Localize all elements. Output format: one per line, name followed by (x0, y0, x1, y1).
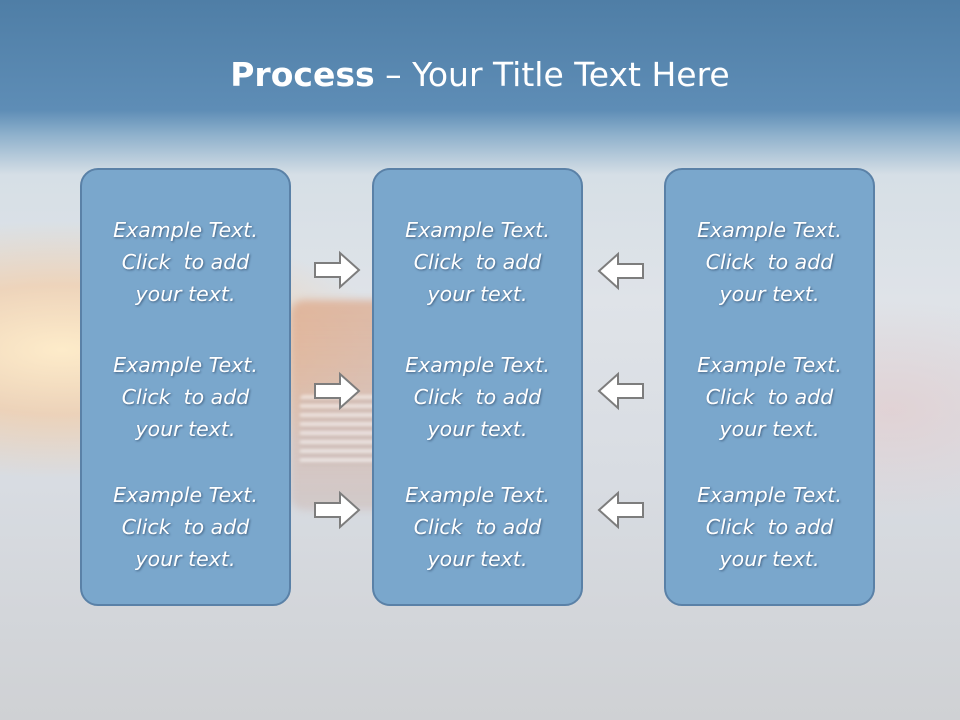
text-line: Click to add (413, 515, 542, 539)
text-block[interactable]: Example Text. Click to add your text. (82, 349, 289, 445)
text-line: Click to add (705, 515, 834, 539)
text-line: Example Text. (113, 483, 258, 507)
text-block[interactable]: Example Text. Click to add your text. (82, 479, 289, 575)
text-line: Click to add (121, 515, 250, 539)
text-line: your text. (427, 282, 528, 306)
arrow-right-icon (314, 250, 361, 290)
text-line: your text. (719, 547, 820, 571)
process-box-right[interactable]: Example Text. Click to add your text. Ex… (664, 168, 875, 606)
text-line: Click to add (121, 250, 250, 274)
text-line: Example Text. (405, 483, 550, 507)
arrow-left-icon (597, 490, 644, 530)
text-line: your text. (135, 547, 236, 571)
process-box-center[interactable]: Example Text. Click to add your text. Ex… (372, 168, 583, 606)
text-line: Example Text. (405, 218, 550, 242)
text-block[interactable]: Example Text. Click to add your text. (374, 214, 581, 310)
text-block[interactable]: Example Text. Click to add your text. (666, 349, 873, 445)
text-line: Click to add (121, 385, 250, 409)
text-line: your text. (427, 547, 528, 571)
arrow-left-icon (597, 371, 644, 411)
slide-title[interactable]: Process – Your Title Text Here (0, 52, 960, 98)
text-line: your text. (427, 417, 528, 441)
process-box-left[interactable]: Example Text. Click to add your text. Ex… (80, 168, 291, 606)
text-block[interactable]: Example Text. Click to add your text. (374, 349, 581, 445)
text-line: Click to add (705, 385, 834, 409)
text-line: Example Text. (697, 353, 842, 377)
text-line: Click to add (413, 385, 542, 409)
title-bold: Process (230, 55, 375, 94)
text-line: your text. (719, 282, 820, 306)
text-line: your text. (135, 417, 236, 441)
text-block[interactable]: Example Text. Click to add your text. (82, 214, 289, 310)
text-line: Example Text. (697, 483, 842, 507)
arrow-right-icon (314, 490, 361, 530)
text-block[interactable]: Example Text. Click to add your text. (666, 479, 873, 575)
text-line: Click to add (413, 250, 542, 274)
text-line: your text. (135, 282, 236, 306)
text-line: Example Text. (113, 218, 258, 242)
text-line: Example Text. (113, 353, 258, 377)
arrow-right-icon (314, 371, 361, 411)
text-block[interactable]: Example Text. Click to add your text. (666, 214, 873, 310)
text-line: Example Text. (405, 353, 550, 377)
title-rest: – Your Title Text Here (374, 55, 730, 94)
text-block[interactable]: Example Text. Click to add your text. (374, 479, 581, 575)
text-line: Example Text. (697, 218, 842, 242)
arrow-left-icon (597, 251, 644, 291)
text-line: your text. (719, 417, 820, 441)
text-line: Click to add (705, 250, 834, 274)
